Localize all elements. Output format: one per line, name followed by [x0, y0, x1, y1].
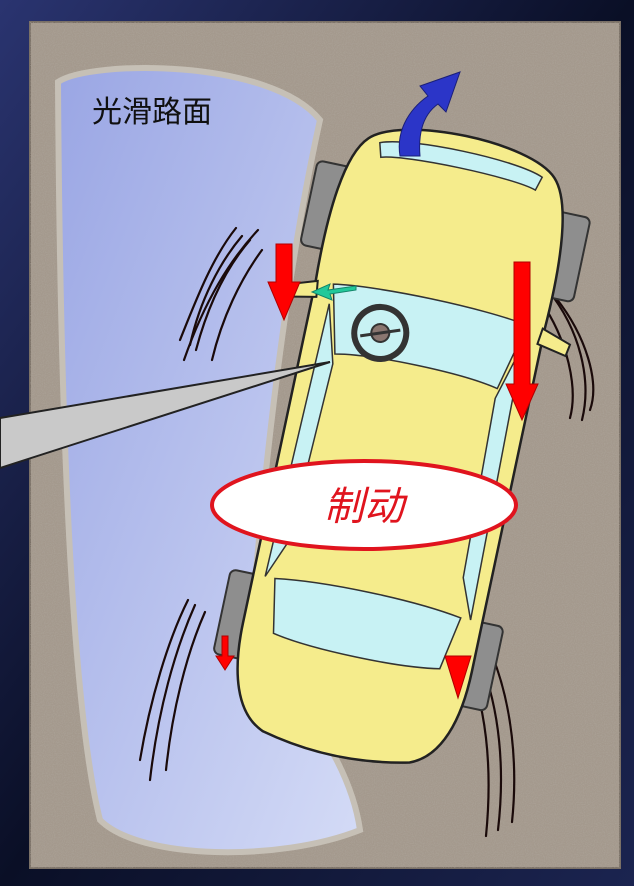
surface-label: 光滑路面 [92, 95, 212, 130]
brake-label: 制动 [324, 484, 408, 530]
